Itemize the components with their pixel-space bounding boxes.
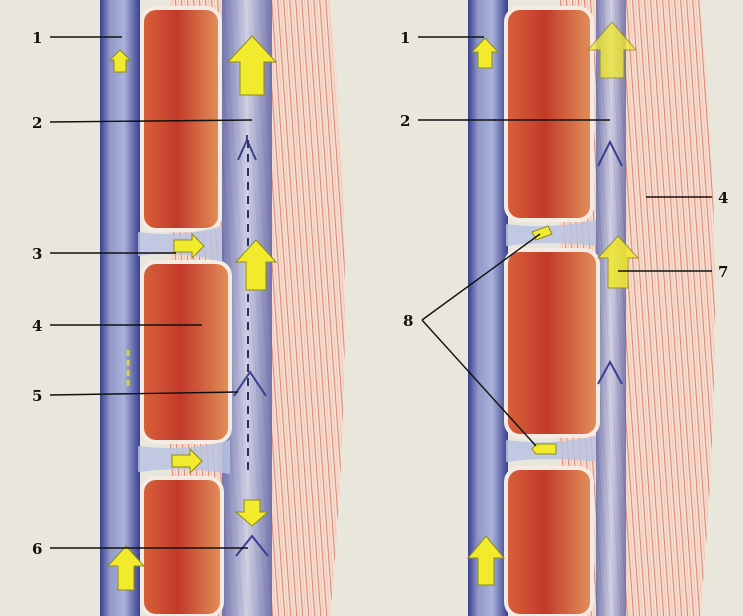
muscle-block: [506, 8, 592, 220]
label-4: 4: [32, 317, 42, 335]
label-1: 1: [400, 29, 410, 47]
muscle-block: [142, 8, 220, 230]
muscle-block: [142, 262, 230, 442]
label-7: 7: [718, 263, 728, 281]
label-6: 6: [32, 540, 42, 558]
muscle-block: [142, 478, 222, 616]
label-2: 2: [400, 112, 410, 130]
superficial-vein: [100, 0, 140, 616]
muscle-block: [506, 468, 592, 616]
right-panel: 1 2 4 7 8: [400, 0, 728, 616]
label-3: 3: [32, 245, 42, 263]
superficial-vein: [468, 0, 508, 616]
label-1: 1: [32, 29, 42, 47]
label-2: 2: [32, 114, 42, 132]
label-8: 8: [403, 312, 413, 330]
label-4: 4: [718, 189, 728, 207]
left-panel: 1 2 3 4 5 6: [32, 0, 345, 616]
deep-vein: [596, 0, 626, 616]
label-5: 5: [32, 387, 42, 405]
muscle-block: [506, 250, 598, 436]
